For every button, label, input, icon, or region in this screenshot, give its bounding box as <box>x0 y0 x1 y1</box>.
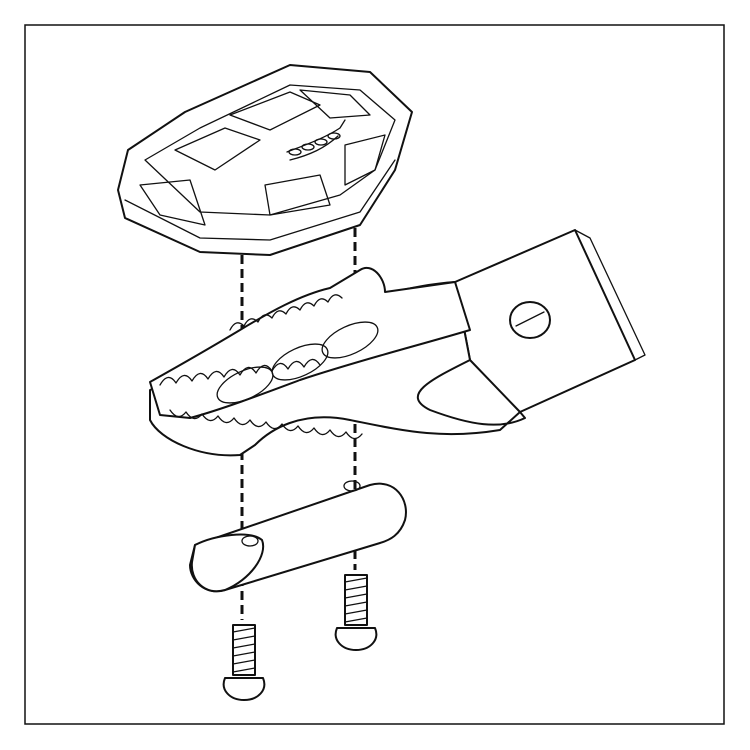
foot-peg-body <box>149 229 646 457</box>
foot-peg-pad <box>117 64 413 256</box>
pin-hole-right <box>343 480 361 492</box>
screw-head <box>334 627 378 651</box>
screw-left <box>222 624 266 701</box>
screw-right <box>334 574 378 651</box>
bracket-bolt-hole <box>509 301 551 339</box>
diagram-frame <box>24 24 725 725</box>
screw-head <box>222 677 266 701</box>
pin-hole-left <box>241 535 259 547</box>
pin <box>189 480 407 593</box>
pin-end-face <box>190 533 265 593</box>
logo <box>286 119 346 161</box>
